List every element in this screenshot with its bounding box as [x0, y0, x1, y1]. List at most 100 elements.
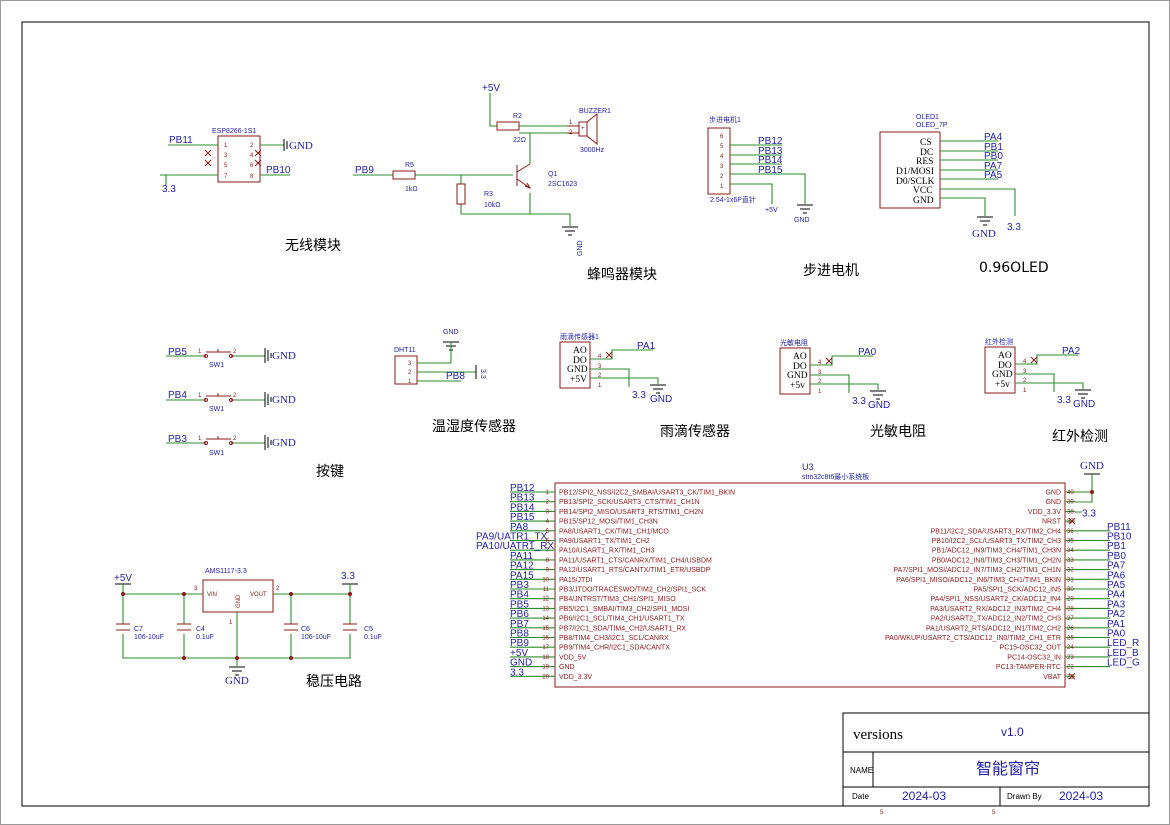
mcu-pin-number: 29 — [1067, 597, 1074, 603]
mcu-pin-number: 36 — [1067, 529, 1074, 535]
module-title-stepper: 步进电机 — [803, 263, 859, 279]
mcu-pin-name: PB6/I2C1_SCL/TIM4_CH1/USART1_TX — [559, 616, 685, 623]
ir-pin-4: 4 — [1023, 359, 1027, 365]
buzzer-pin-2: 2 — [569, 130, 573, 136]
stepper-connector: 步进电机1 6 5 4 3 2 1 PB12 PB13 PB14 PB15 2.… — [707, 115, 813, 224]
mcu-pin-name: PA1/USART2_RTS/ADC12_IN1/TIM2_CH2 — [926, 625, 1061, 632]
net-label-pb15: PB15 — [758, 165, 783, 176]
light-ref: 光敏电阻 — [780, 338, 808, 347]
mcu-ref: U3 — [802, 462, 814, 472]
mcu-net-label: PB8 — [510, 629, 529, 640]
ir-pin-do: DO — [998, 361, 1012, 371]
key-3-pin-2: 2 — [233, 436, 237, 442]
regulator-pin-1: 1 — [229, 620, 233, 626]
net-label-pb14: PB14 — [758, 155, 783, 166]
key-1-gnd: GND — [272, 350, 296, 362]
mcu-pin-name: PA6/SPI1_MISO/ADC12_IN6/TIM3_CH1/TIM1_BK… — [896, 577, 1061, 584]
c6-value: 106-10uF — [301, 634, 331, 641]
mcu-pin-number: 23 — [1067, 655, 1074, 661]
mcu-pin-number: 3 — [546, 509, 550, 515]
oled-value: OLED_7P — [916, 122, 948, 129]
stepper-pin-1: 1 — [720, 184, 724, 190]
mcu-pin-name: PC15-OSC32_OUT — [1000, 645, 1062, 652]
mcu-net-label: GND — [510, 658, 532, 669]
mcu-pin-name: PA10/USART1_RX/TIM1_CH3 — [559, 548, 655, 555]
title-tick-2: 5 — [992, 810, 996, 816]
q1-ref: Q1 — [548, 171, 557, 178]
stepper-5v: +5V — [765, 207, 778, 214]
mcu-net-label: PB5 — [510, 599, 529, 610]
net-label-pb9: PB9 — [355, 165, 374, 176]
mcu-net-label: LED_R — [1107, 638, 1139, 649]
mcu-body — [554, 482, 1066, 688]
mcu-value: stm32c8t6最小系统板 — [802, 472, 869, 481]
mcu-pin-number: 40 — [1067, 490, 1074, 496]
dht-pin-3: 3 — [408, 361, 412, 367]
mcu-left-pins: 1 PB12/SPI2_NSS/I2C2_SMBAI/USART3_CK/TIM1… — [476, 483, 735, 681]
mcu-pin-name: PB1/ADC12_IN9/TIM3_CH4/TIM1_CH3N — [932, 548, 1061, 555]
mcu-pin-number: 4 — [546, 519, 550, 525]
mcu-stm32: U3 stm32c8t6最小系统板 1 PB12/SPI2_NSS/I2C2_SM… — [476, 460, 1140, 688]
rain-pin-3: 3 — [598, 364, 602, 370]
net-label-pb11: PB11 — [169, 135, 193, 146]
mcu-pin-name: PB10/I2C2_SCL/USART3_TX/TIM2_CH3 — [932, 538, 1062, 545]
no-connect-mark — [1068, 672, 1076, 680]
net-label-pa0: PA0 — [858, 347, 877, 358]
mcu-pin-number: 6 — [546, 539, 550, 545]
power-gnd: GND — [225, 675, 249, 687]
mcu-net-label: LED_B — [1107, 648, 1139, 659]
title-tick-1: 5 — [880, 810, 884, 816]
mcu-pin-number: 7 — [546, 548, 550, 554]
mcu-pin-name: VBAT — [1043, 674, 1061, 681]
q1-value: 2SC1623 — [548, 181, 577, 188]
rain-sensor: 雨滴传感器1 AO DO GND +5V 4 3 2 1 PA1 3.3 GND — [559, 332, 672, 405]
mcu-pin-number: 11 — [543, 587, 550, 593]
mcu-pin-name: VDD_5V — [559, 654, 587, 661]
drawn-by-label: Drawn By — [1007, 792, 1042, 801]
key-3-ref: SW1 — [209, 450, 224, 457]
mcu-net-label: PA5 — [1107, 580, 1126, 591]
stepper-pin-5: 5 — [720, 144, 724, 150]
mcu-pin-name: GND — [1045, 490, 1061, 497]
mcu-pin-number: 19 — [542, 665, 549, 671]
mcu-pin-number: 13 — [542, 606, 549, 612]
module-title-power: 稳压电路 — [306, 674, 362, 690]
mcu-pin-name: PA0/WKUP/USART2_CTS/ADC12_IN0/TIM2_CH1_E… — [885, 635, 1061, 642]
net-label-pa1: PA1 — [637, 341, 656, 352]
mcu-pin-number: 10 — [542, 577, 549, 583]
stepper-pin-6: 6 — [720, 134, 724, 140]
light-pin-2: 2 — [818, 379, 822, 385]
net-label-pb10: PB10 — [266, 165, 291, 176]
date-value: 2024-03 — [902, 789, 946, 803]
mcu-net-label: PA9/UATR1_TX — [476, 532, 548, 543]
light-pin-do: DO — [793, 362, 807, 372]
mcu-pin-number: 1 — [546, 490, 550, 496]
module-title-rain: 雨滴传感器 — [660, 423, 730, 440]
ir-ref: 红外检测 — [985, 337, 1013, 346]
mcu-pin-number: 2 — [546, 500, 550, 506]
mcu-net-label: PA6 — [1107, 570, 1126, 581]
ir-pin-5v: +5v — [995, 380, 1010, 390]
rain-3v3: 3.3 — [632, 390, 646, 401]
key-1: PB5 1 2 SW1 GND — [166, 347, 296, 369]
r5-ref: R5 — [405, 162, 414, 169]
oled-3v3: 3.3 — [1007, 222, 1021, 233]
net-label-3v3-power: 3.3 — [341, 571, 355, 582]
mcu-pin-name: PB12/SPI2_NSS/I2C2_SMBAI/USART3_CK/TIM1_… — [559, 490, 735, 497]
mcu-net-label: 3.3 — [510, 667, 524, 678]
net-label-pa2: PA2 — [1062, 346, 1081, 357]
mcu-pin-number: 27 — [1067, 616, 1074, 622]
key-2: PB4 1 2 SW1 GND — [166, 390, 296, 413]
mcu-pin-number: 20 — [542, 674, 549, 680]
mcu-pin-number: 5 — [546, 529, 550, 535]
oled-pin-sclk: D0/SCLK — [896, 177, 935, 187]
ir-sensor: 红外检测 AO DO GND +5v 4 3 2 1 PA2 3.3 GND — [984, 337, 1095, 410]
stepper-ref: 步进电机1 — [709, 115, 741, 124]
mcu-pin-number: 18 — [542, 655, 549, 661]
oled-pin-vcc: VCC — [913, 186, 933, 196]
regulator-vout: VOUT — [250, 592, 267, 598]
esp8266-module: ESP8266-1S1 1 2 3 4 5 6 7 8 PB11 PB10 3.… — [160, 128, 313, 195]
ir-pin-2: 2 — [1023, 378, 1027, 384]
net-label-pb1: PB1 — [984, 142, 1003, 153]
c4-value: 0.1uF — [196, 634, 214, 641]
